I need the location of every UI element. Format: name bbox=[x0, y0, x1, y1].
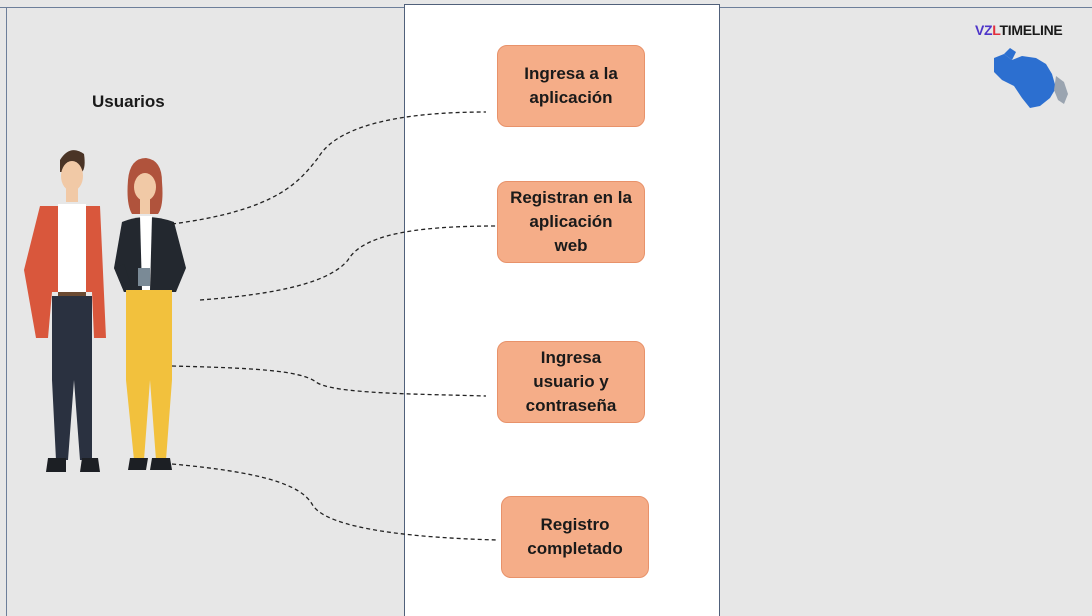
connector-3 bbox=[171, 365, 487, 397]
venezuela-map-icon bbox=[994, 48, 1068, 108]
left-border-line bbox=[6, 7, 7, 616]
connector-4 bbox=[171, 463, 499, 541]
step-box: Ingresa usuario y contraseña bbox=[497, 341, 645, 423]
step-label: Ingresa usuario y contraseña bbox=[525, 348, 617, 415]
step-label: Registran en la aplicación web bbox=[510, 188, 632, 255]
step-box: Ingresa a la aplicación bbox=[497, 45, 645, 127]
step-label: Registro completado bbox=[527, 515, 623, 558]
step-box: Registro completado bbox=[501, 496, 649, 578]
connector-2 bbox=[199, 225, 497, 301]
step-label: Ingresa a la aplicación bbox=[524, 64, 618, 107]
connector-1 bbox=[171, 111, 487, 225]
brand-logo: VZLTIMELINE bbox=[975, 22, 1063, 38]
step-box: Registran en la aplicación web bbox=[497, 181, 645, 263]
user-figure-man bbox=[24, 150, 106, 472]
user-figure-woman bbox=[114, 158, 186, 470]
actor-label: Usuarios bbox=[92, 92, 165, 111]
